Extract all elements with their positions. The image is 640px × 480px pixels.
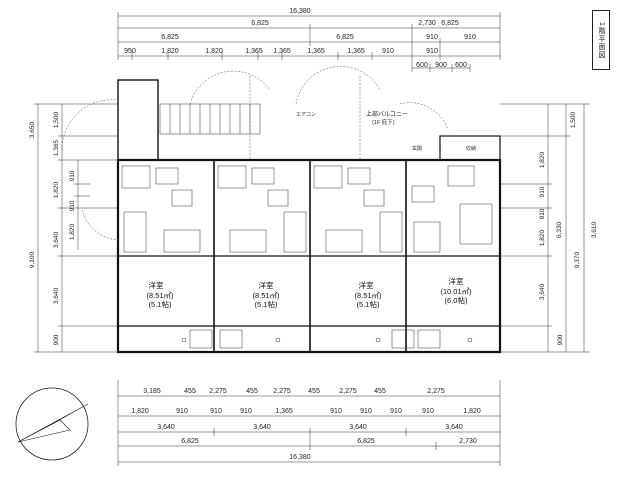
room-4-tatami: (6.0帖) — [445, 295, 468, 305]
bottom-dim-4-2: 2,730 — [459, 438, 477, 445]
right-dim-inner-5: 900 — [557, 334, 564, 345]
entrance-label: 玄関 — [412, 145, 422, 152]
top-dim-5-0: 600 — [416, 62, 428, 69]
top-dim-total: 16,380 — [289, 8, 311, 15]
room-4-name: 洋室 — [449, 276, 464, 286]
top-dim-4-3: 1,365 — [245, 48, 263, 55]
closet-label: 収納 — [466, 145, 476, 152]
room-1-area: (8.51㎡) — [146, 291, 174, 300]
bottom-dimensions — [117, 380, 501, 466]
right-dim-outer-0: 3,610 — [591, 221, 598, 238]
top-dimensions — [117, 12, 501, 72]
bottom-dim-3-2: 3,640 — [349, 424, 367, 431]
top-dim-2-c: 2,730 — [418, 20, 436, 27]
room-2-tatami: (5.1帖) — [255, 299, 278, 309]
room-4-area: (10.01㎡) — [440, 287, 472, 296]
door-swing-arcs — [61, 66, 449, 241]
bottom-dim-2-7: 910 — [390, 408, 402, 415]
bottom-dim-1-6: 2,275 — [339, 388, 357, 395]
bottom-dim-2-8: 910 — [422, 408, 434, 415]
top-dim-2-a: 6,825 — [251, 20, 269, 27]
left-dim-mid-1: 1,365 — [53, 139, 60, 156]
right-dim-mid-0: 1,500 — [570, 111, 577, 128]
left-dimensions — [34, 103, 118, 353]
bottom-dim-3-3: 3,640 — [445, 424, 463, 431]
room-3-name: 洋室 — [359, 280, 374, 290]
room-3-area: (8.51㎡) — [354, 291, 382, 300]
top-dim-2-b: 6,825 — [441, 20, 459, 27]
building-walls — [116, 79, 502, 354]
right-dimensions — [500, 103, 590, 353]
room-2-area: (8.51㎡) — [252, 291, 280, 300]
bottom-dim-5-0: 16,380 — [289, 454, 311, 461]
balcony-sub-label: (1F 庇下) — [372, 118, 395, 126]
right-dim-mid-1: 6,330 — [556, 221, 563, 238]
right-dim-inner-0: 1,820 — [539, 151, 546, 168]
bottom-dim-2-3: 910 — [240, 408, 252, 415]
top-dim-3-c: 910 — [426, 34, 438, 41]
room-3-tatami: (5.1帖) — [357, 299, 380, 309]
left-dim-outer-0: 3,650 — [29, 121, 36, 138]
left-dim-mid-4: 3,640 — [53, 287, 60, 304]
top-dim-3-b: 6,825 — [336, 34, 354, 41]
balcony-label: 上部バルコニー — [366, 110, 408, 118]
top-dim-4-8: 910 — [426, 48, 438, 55]
north-arrow-icon — [15, 387, 89, 461]
bottom-dim-1-8: 2,275 — [427, 388, 445, 395]
bottom-dim-2-0: 1,820 — [131, 408, 149, 415]
bottom-dim-1-3: 455 — [246, 388, 258, 395]
top-dim-3-d: 910 — [464, 34, 476, 41]
right-dim-mid-2: 9,370 — [574, 251, 581, 268]
bottom-dim-1-2: 2,275 — [209, 388, 227, 395]
top-dim-4-6: 1,365 — [347, 48, 365, 55]
left-dim-inner-1: 910 — [69, 200, 76, 211]
left-dim-mid-2: 1,820 — [53, 181, 60, 198]
right-dim-inner-3: 1,820 — [539, 229, 546, 246]
unit-fixtures — [121, 165, 493, 253]
bottom-dim-1-7: 455 — [374, 388, 386, 395]
top-dim-5-2: 600 — [455, 62, 467, 69]
aircon-label: エアコン — [296, 112, 316, 118]
balcony-strip — [181, 329, 473, 349]
top-dim-4-0: 950 — [124, 48, 136, 55]
room-1-name: 洋室 — [149, 280, 164, 290]
bottom-dim-2-6: 910 — [360, 408, 372, 415]
top-dim-4-7: 910 — [382, 48, 394, 55]
staircase — [159, 103, 261, 135]
left-dim-outer-1: 9,100 — [29, 251, 36, 268]
top-dim-4-5: 1,365 — [307, 48, 325, 55]
legend-box: 1階平面図 — [592, 10, 610, 70]
top-dim-4-1: 1,820 — [161, 48, 179, 55]
bottom-dim-3-0: 3,640 — [157, 424, 175, 431]
right-dim-inner-2: 910 — [539, 208, 546, 219]
bottom-dim-2-5: 910 — [330, 408, 342, 415]
left-dim-inner-0: 910 — [69, 170, 76, 181]
top-dim-4-2: 1,820 — [205, 48, 223, 55]
bottom-dim-2-1: 910 — [176, 408, 188, 415]
bottom-dim-1-4: 2,275 — [273, 388, 291, 395]
right-dim-inner-1: 910 — [539, 186, 546, 197]
bottom-dim-3-1: 3,640 — [253, 424, 271, 431]
left-dim-mid-0: 1,500 — [53, 111, 60, 128]
left-dim-inner-2: 1,820 — [69, 223, 76, 240]
room-2-name: 洋室 — [259, 280, 274, 290]
left-dim-mid-5: 900 — [53, 334, 60, 345]
bottom-dim-1-1: 455 — [184, 388, 196, 395]
bottom-dim-4-1: 6,825 — [357, 438, 375, 445]
right-dim-inner-4: 3,640 — [539, 283, 546, 300]
top-dim-5-1: 900 — [435, 62, 447, 69]
bottom-dim-2-2: 910 — [210, 408, 222, 415]
bottom-dim-2-4: 1,365 — [275, 408, 293, 415]
legend-label: 1階平面図 — [598, 21, 605, 59]
bottom-dim-2-9: 1,820 — [463, 408, 481, 415]
top-dim-4-4: 1,365 — [273, 48, 291, 55]
bottom-dim-1-0: 3,185 — [143, 388, 161, 395]
room-1-tatami: (5.1帖) — [149, 299, 172, 309]
top-dim-3-a: 6,825 — [161, 34, 179, 41]
left-dim-mid-3: 3,640 — [53, 231, 60, 248]
bottom-dim-1-5: 455 — [308, 388, 320, 395]
bottom-dim-4-0: 6,825 — [181, 438, 199, 445]
